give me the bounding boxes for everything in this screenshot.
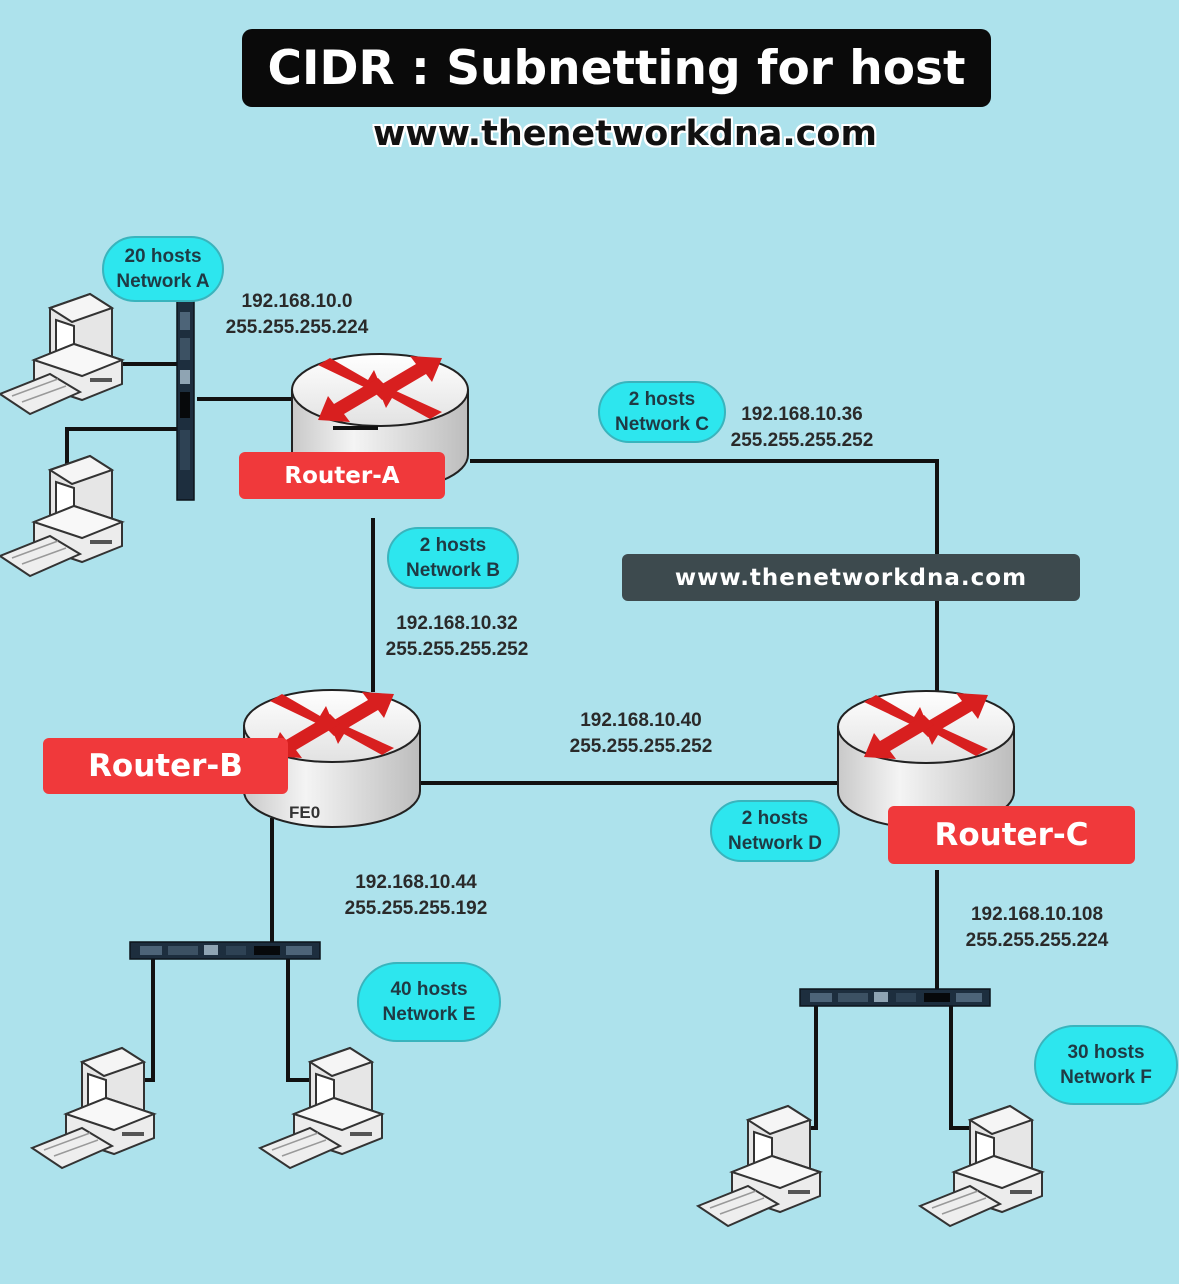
- switch-network-f: [799, 988, 991, 1007]
- interface-label-fe0: FE0: [289, 803, 321, 822]
- network-a-ip: 192.168.10.0: [241, 291, 353, 312]
- network-a-badge: 20 hosts Network A: [102, 236, 224, 302]
- network-f-mask: 255.255.255.224: [965, 930, 1109, 951]
- network-e-address: 192.168.10.44 255.255.255.192: [331, 870, 501, 922]
- pc-network-f-2: [919, 1105, 1043, 1227]
- network-b-hosts: 2 hosts: [419, 535, 487, 556]
- network-d-address: 192.168.10.40 255.255.255.252: [556, 708, 726, 760]
- network-b-ip: 192.168.10.32: [396, 613, 518, 634]
- network-b-name: Network B: [406, 560, 500, 581]
- network-c-mask: 255.255.255.252: [730, 430, 874, 451]
- router-b-label: Router-B: [43, 738, 288, 794]
- link-a-c: [470, 459, 939, 695]
- router-c-label: Router-C: [888, 806, 1135, 864]
- pc-network-f-1: [697, 1105, 821, 1227]
- network-c-ip: 192.168.10.36: [741, 404, 863, 425]
- network-e-badge: 40 hosts Network E: [357, 962, 501, 1042]
- network-f-address: 192.168.10.108 255.255.255.224: [952, 902, 1122, 954]
- network-c-name: Network C: [615, 414, 709, 435]
- router-a-label: Router-A: [239, 452, 445, 499]
- network-a-mask: 255.255.255.224: [225, 317, 369, 338]
- network-c-hosts: 2 hosts: [628, 389, 696, 410]
- network-d-hosts: 2 hosts: [741, 808, 809, 829]
- pc-network-e-2: [259, 1047, 383, 1169]
- network-e-name: Network E: [382, 1004, 476, 1025]
- links: [65, 362, 984, 1180]
- network-b-badge: 2 hosts Network B: [387, 527, 519, 589]
- network-b-address: 192.168.10.32 255.255.255.252: [372, 611, 542, 663]
- switch-network-e: [129, 941, 321, 960]
- network-b-mask: 255.255.255.252: [385, 639, 529, 660]
- network-e-hosts: 40 hosts: [390, 979, 468, 1000]
- network-d-badge: 2 hosts Network D: [710, 800, 840, 862]
- network-f-name: Network F: [1060, 1067, 1152, 1088]
- network-f-ip: 192.168.10.108: [970, 904, 1104, 925]
- network-a-hosts: 20 hosts: [124, 246, 202, 267]
- network-c-badge: 2 hosts Network C: [598, 381, 726, 443]
- network-d-name: Network D: [728, 833, 822, 854]
- website-subtitle: www.thenetworkdna.com: [373, 114, 877, 154]
- network-f-hosts: 30 hosts: [1067, 1042, 1145, 1063]
- pc-network-a-1: [0, 293, 123, 415]
- network-d-mask: 255.255.255.252: [569, 736, 713, 757]
- network-a-name: Network A: [116, 271, 210, 292]
- pc-network-e-1: [31, 1047, 155, 1169]
- network-e-mask: 255.255.255.192: [344, 898, 488, 919]
- switch-network-a: [176, 299, 195, 501]
- network-d-ip: 192.168.10.40: [580, 710, 702, 731]
- pc-network-a-2: [0, 455, 123, 577]
- network-c-address: 192.168.10.36 255.255.255.252: [717, 402, 887, 454]
- page-title: CIDR : Subnetting for host: [242, 29, 991, 107]
- network-a-address: 192.168.10.0 255.255.255.224: [212, 289, 382, 341]
- network-f-badge: 30 hosts Network F: [1034, 1025, 1178, 1105]
- network-e-ip: 192.168.10.44: [355, 872, 477, 893]
- watermark-banner: www.thenetworkdna.com: [622, 554, 1080, 601]
